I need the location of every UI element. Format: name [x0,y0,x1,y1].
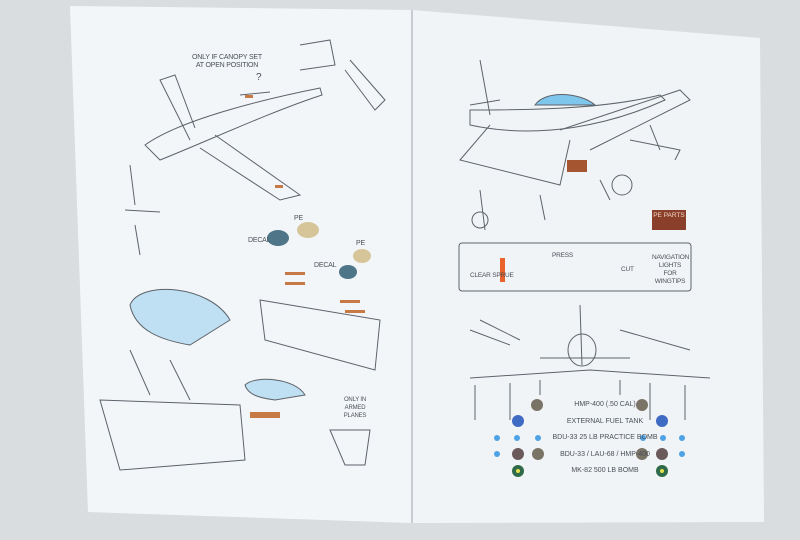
legend-bdu33: BDU-33 25 LB PRACTICE BOMB [552,434,658,441]
pe-label: PE [294,215,303,222]
armed-note: ONLY IN ARMED PLANES [343,397,367,419]
clear-sprue-label: CLEAR SPRUE [470,272,514,279]
canopy-note: ONLY IF CANOPY SET AT OPEN POSITION [192,54,262,69]
left-page [70,6,412,523]
press-label: PRESS [552,252,574,259]
legend-bdu33-lau68: BDU-33 / LAU-68 / HMP-400 [560,451,650,458]
cut-label: CUT [621,266,634,273]
legend-fuel-tank: EXTERNAL FUEL TANK [566,418,644,425]
flame-icon [500,258,505,282]
question-mark: ? [256,72,262,83]
navigation-lights-label: NAVIGATION LIGHTS FOR WINGTIPS [652,254,690,285]
decal-label: DECAL [314,262,337,269]
pe-label: PE [356,240,365,247]
canopy-right [534,94,597,106]
canopy-left-small [244,378,306,401]
legend-marks [494,399,685,477]
canopy-left-large [129,288,231,346]
decal-label: DECAL [248,237,271,244]
legend-mk82: MK-82 500 LB BOMB [571,467,639,474]
right-page [412,10,764,523]
pe-parts-badge: PE PARTS [652,210,686,230]
legend-hmp400: HMP-400 (.50 CAL) [574,401,636,408]
nav-lights-box [458,242,692,292]
